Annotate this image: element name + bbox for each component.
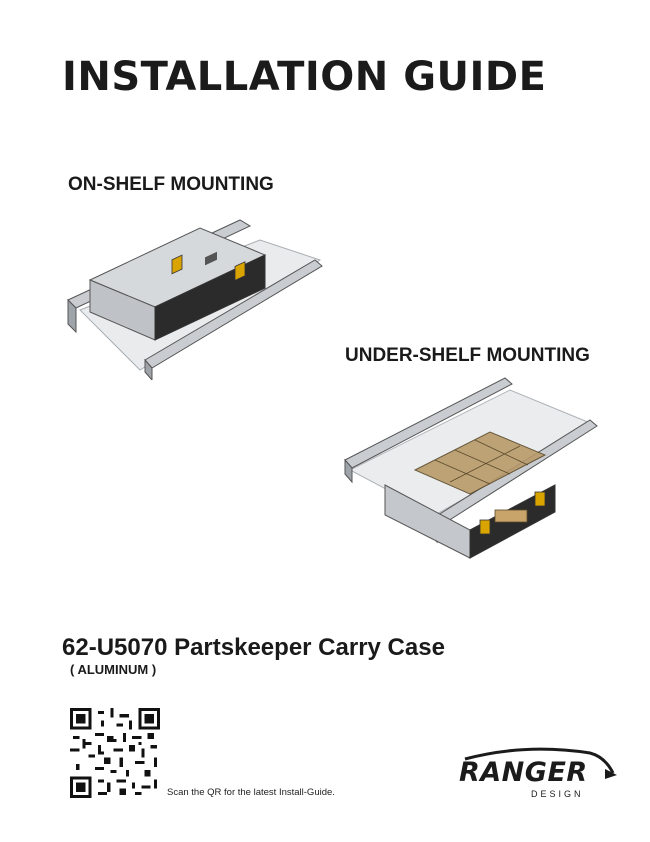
product-title: 62-U5070 Partskeeper Carry Case (62, 634, 445, 661)
ranger-design-logo: RANGER DESIGN (455, 745, 625, 805)
under-shelf-illustration (344, 377, 598, 559)
logo-swoosh-icon (464, 747, 617, 779)
qr-code-icon[interactable] (70, 708, 160, 798)
under-shelf-heading: UNDER-SHELF MOUNTING (345, 345, 590, 366)
product-material: ( ALUMINUM ) (70, 662, 157, 677)
logo-word: RANGER (459, 757, 588, 788)
page-title: INSTALLATION GUIDE (62, 54, 547, 100)
on-shelf-heading: ON-SHELF MOUNTING (68, 174, 274, 195)
qr-caption: Scan the QR for the latest Install-Guide… (167, 787, 335, 798)
on-shelf-illustration (67, 219, 323, 380)
logo-subword: DESIGN (531, 789, 584, 799)
